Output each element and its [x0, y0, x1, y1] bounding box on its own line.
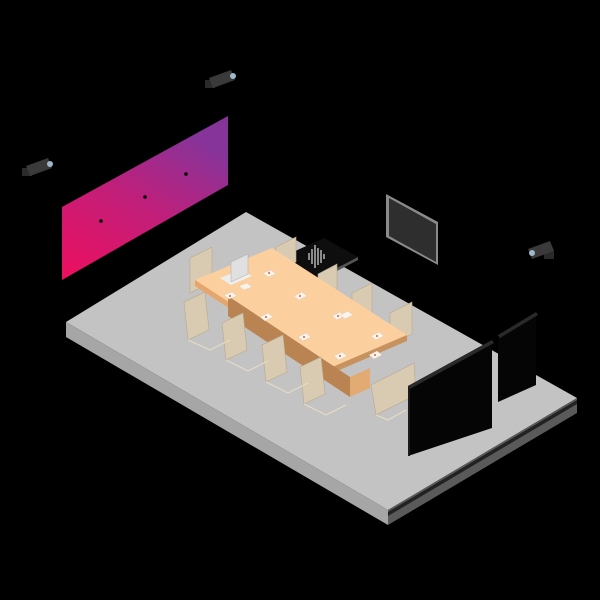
- wall-tv: [386, 194, 438, 265]
- security-cameras: [22, 70, 554, 259]
- security-camera-icon: [528, 241, 554, 259]
- conference-table-group: [183, 236, 417, 421]
- gradient-wall-panel: [62, 116, 228, 280]
- security-camera-icon: [22, 158, 53, 176]
- freestanding-screens: [408, 312, 538, 456]
- security-camera-icon: [205, 70, 236, 88]
